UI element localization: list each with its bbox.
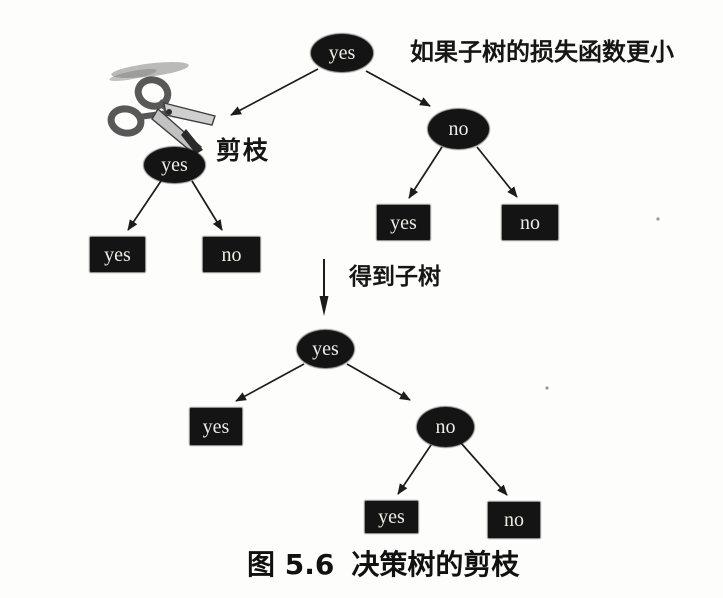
figure-caption-number: 图 5.6 bbox=[247, 548, 335, 581]
scissors-handle-top bbox=[134, 76, 172, 110]
transform-arrow bbox=[319, 259, 329, 316]
bottom-root-node: yes bbox=[297, 330, 354, 368]
edge-root-to-cut-point bbox=[230, 68, 319, 116]
scan-speck bbox=[656, 217, 660, 221]
edge-leftyes-to-no bbox=[191, 180, 223, 231]
scissors-icon bbox=[107, 61, 216, 154]
top-left-leaf-no: no bbox=[203, 237, 260, 272]
top-right-subtree-root-node: no bbox=[428, 109, 489, 149]
scissors-handle-left bbox=[107, 105, 145, 137]
edge-no-to-yes bbox=[408, 146, 443, 199]
bottom-right-leaf-no: no bbox=[488, 502, 540, 538]
top-tree-edges bbox=[127, 68, 518, 231]
bottom-right-subtree-root-node: no bbox=[417, 407, 474, 447]
figure-caption-title: 决策树的剪枝 bbox=[351, 548, 520, 581]
top-right-leaf-yes: yes bbox=[377, 205, 430, 240]
bottom-right-leaf-yes: yes bbox=[365, 501, 418, 533]
edge-leftyes-to-yes bbox=[127, 180, 162, 231]
edge-broot-to-no bbox=[346, 363, 411, 401]
scissors-pivot bbox=[166, 109, 172, 115]
transform-arrow-head bbox=[319, 296, 329, 316]
bottom-tree-edges bbox=[235, 363, 508, 496]
top-right-leaf-no: no bbox=[502, 205, 558, 240]
scissors-smudge bbox=[111, 61, 189, 79]
figure-caption: 图 5.6 决策树的剪枝 bbox=[247, 548, 520, 581]
top-root-node: yes bbox=[311, 34, 373, 72]
top-left-leaf-yes: yes bbox=[90, 237, 145, 272]
edge-bno-to-yes bbox=[397, 444, 432, 495]
cut-edge-stub bbox=[181, 129, 203, 154]
condition-annotation: 如果子树的损失函数更小 bbox=[410, 38, 674, 66]
scissors-blade-upper bbox=[163, 102, 216, 126]
edge-broot-to-yes bbox=[235, 363, 305, 402]
top-left-subtree-root-node: yes bbox=[144, 147, 205, 183]
edge-no-to-no bbox=[476, 146, 518, 198]
edge-root-to-no bbox=[365, 70, 431, 107]
edge-bno-to-no bbox=[460, 442, 508, 496]
prune-annotation: 剪枝 bbox=[216, 136, 271, 165]
result-annotation: 得到子树 bbox=[349, 264, 441, 290]
scan-speck bbox=[545, 386, 549, 390]
bottom-left-leaf-yes: yes bbox=[190, 408, 242, 445]
scissors-smudge-2 bbox=[109, 68, 157, 82]
